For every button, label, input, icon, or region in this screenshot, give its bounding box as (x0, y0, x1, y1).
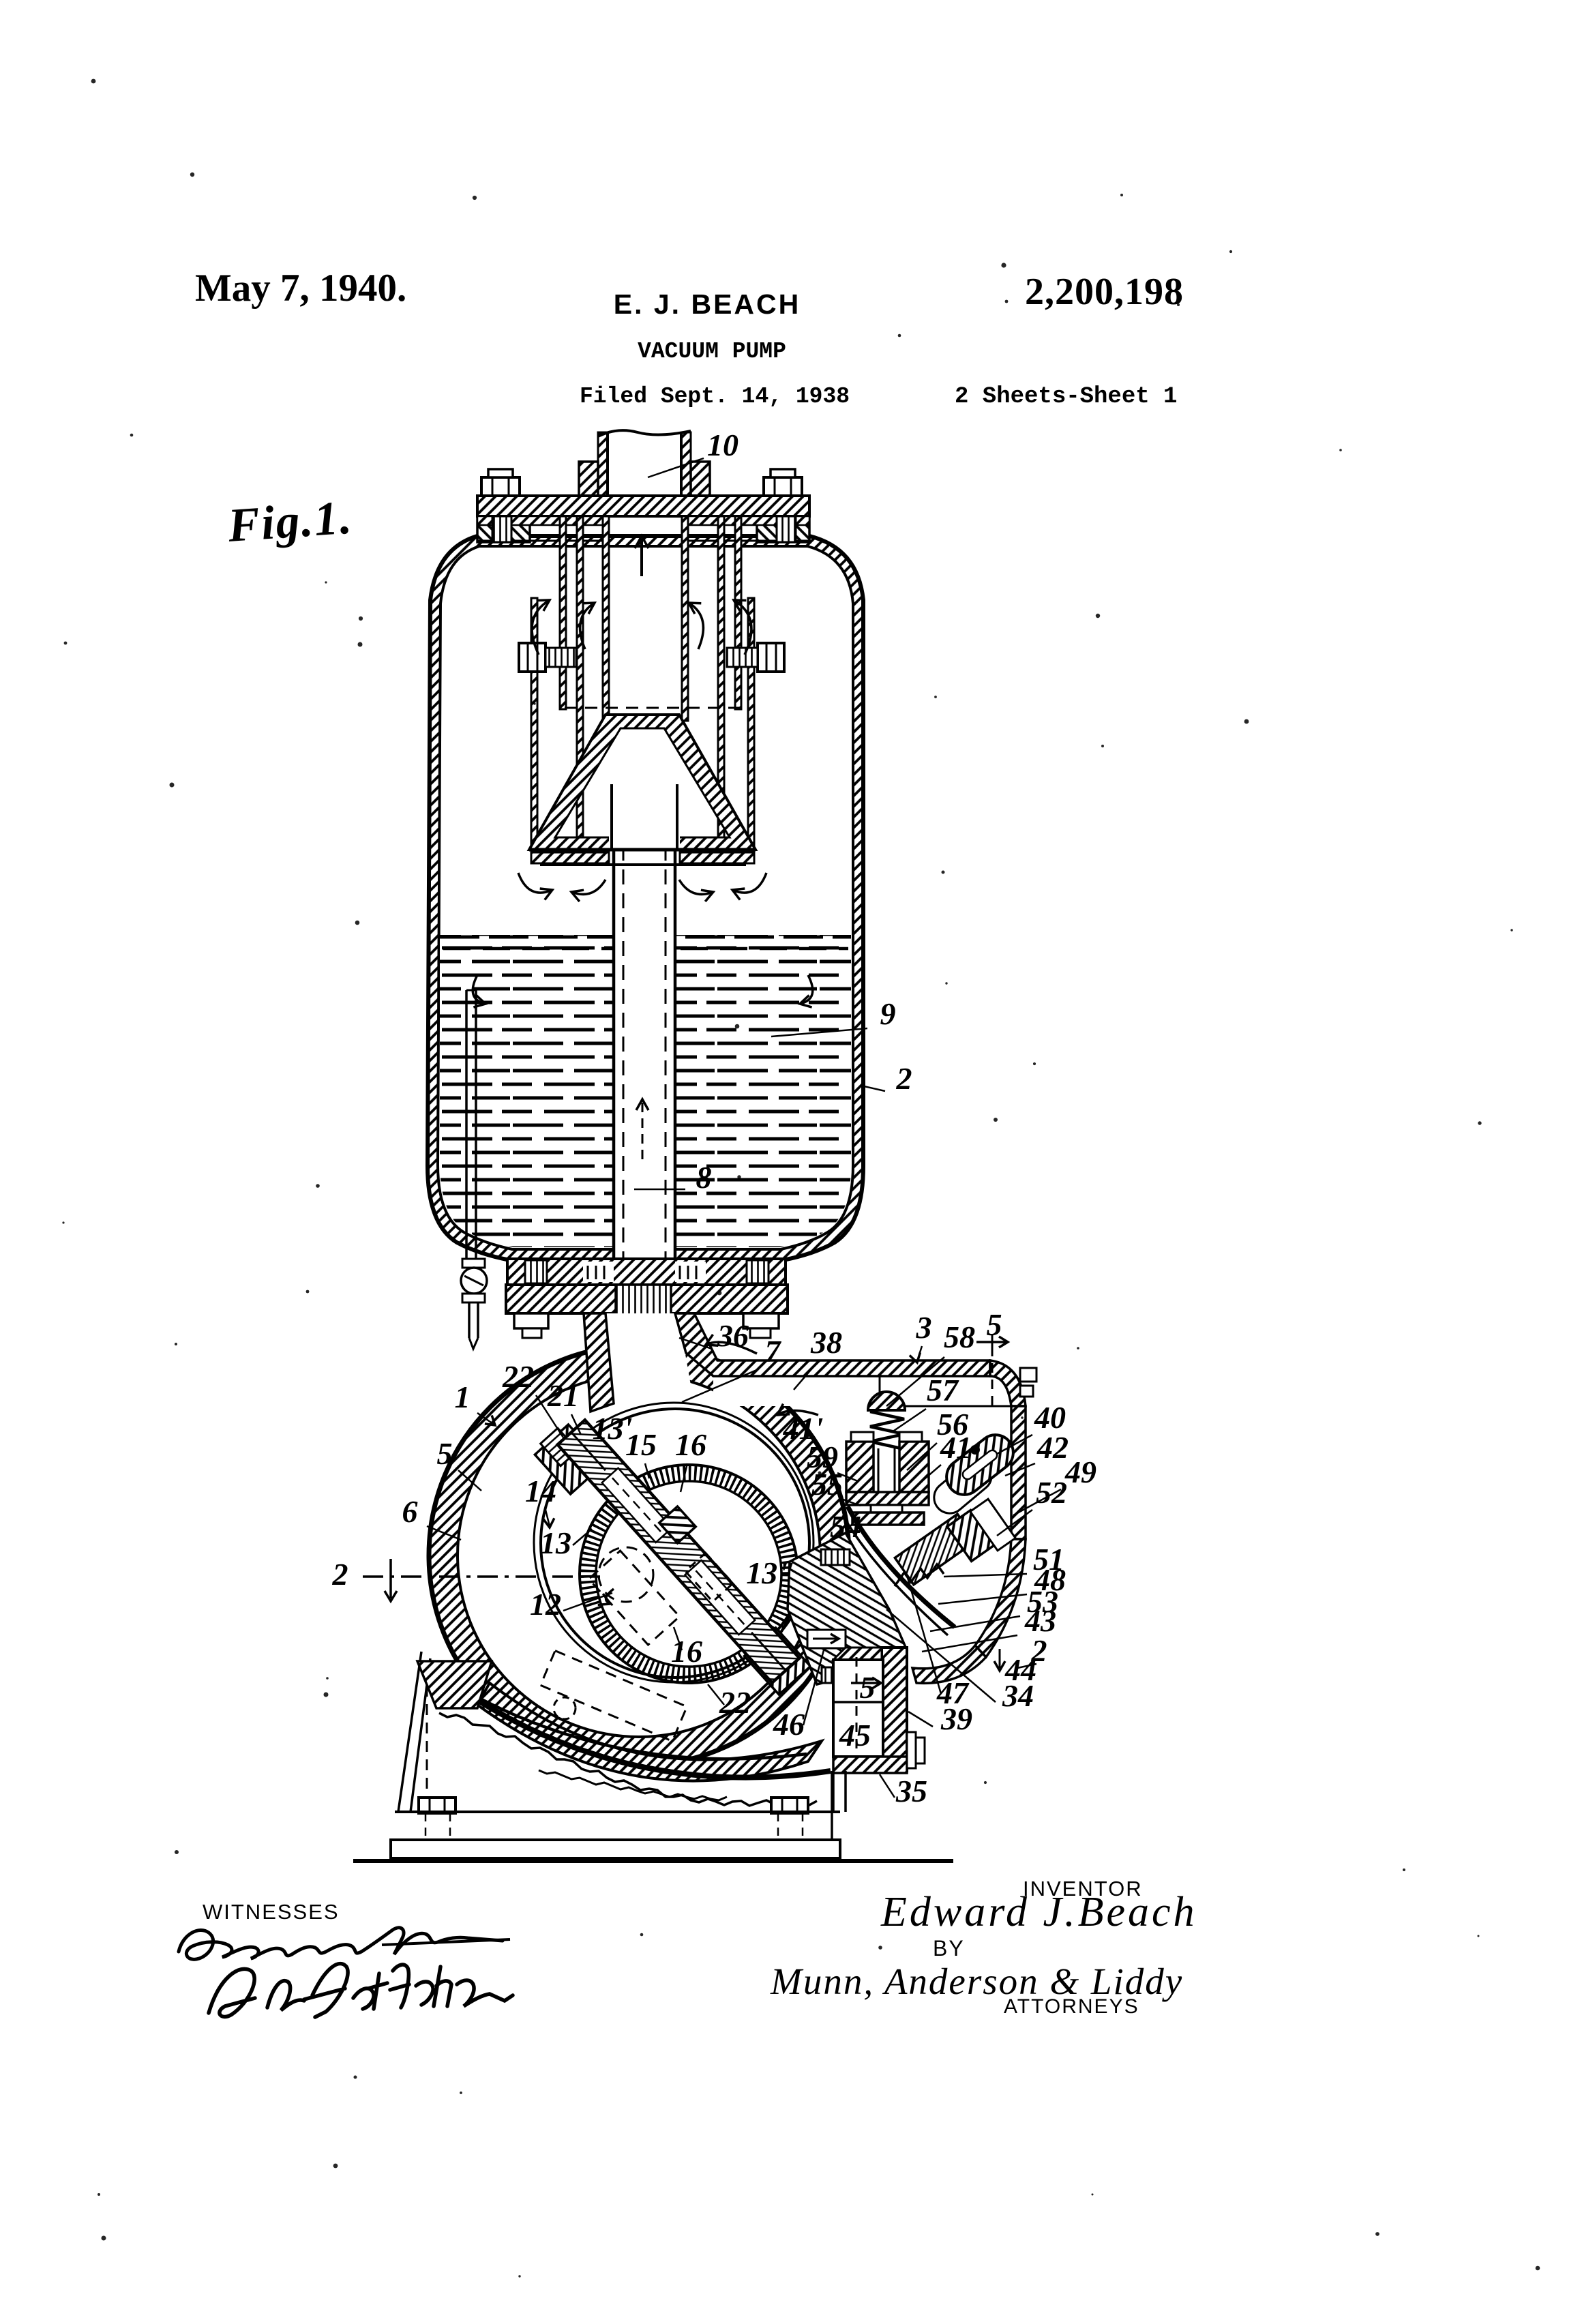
svg-text:Fig.1.: Fig.1. (226, 491, 355, 552)
svg-text:59: 59 (807, 1440, 838, 1474)
svg-text:15: 15 (625, 1427, 657, 1462)
svg-text:INVENTOR: INVENTOR (1023, 1877, 1143, 1901)
svg-text:E. J. BEACH: E. J. BEACH (614, 288, 801, 320)
svg-text:13: 13 (540, 1525, 571, 1560)
svg-text:34: 34 (1002, 1678, 1034, 1713)
svg-text:38: 38 (810, 1325, 842, 1360)
svg-text:45: 45 (839, 1718, 871, 1753)
svg-text:21: 21 (547, 1378, 579, 1413)
svg-text:BY: BY (933, 1936, 965, 1961)
svg-text:Munn, Anderson & Liddy: Munn, Anderson & Liddy (770, 1961, 1183, 2002)
svg-text:40: 40 (1034, 1400, 1066, 1435)
svg-text:Edward J.Beach: Edward J.Beach (880, 1889, 1197, 1935)
svg-text:1: 1 (455, 1380, 471, 1414)
svg-text:13": 13" (746, 1555, 795, 1590)
svg-text:55: 55 (811, 1467, 843, 1502)
svg-text:2: 2 (896, 1061, 912, 1096)
svg-text:46: 46 (773, 1707, 805, 1742)
svg-text:6: 6 (402, 1494, 418, 1529)
svg-text:Filed Sept. 14, 1938: Filed Sept. 14, 1938 (580, 384, 850, 409)
svg-text:2,200,198: 2,200,198 (1025, 271, 1184, 313)
svg-text:41: 41 (940, 1430, 972, 1465)
svg-text:22: 22 (502, 1359, 534, 1394)
svg-text:43: 43 (1024, 1603, 1056, 1638)
svg-text:58: 58 (944, 1320, 975, 1354)
svg-text:5: 5 (860, 1670, 876, 1705)
svg-text:7: 7 (765, 1334, 782, 1369)
svg-text:53: 53 (1027, 1584, 1058, 1619)
svg-text:48: 48 (1034, 1562, 1066, 1597)
svg-text:22: 22 (719, 1685, 751, 1720)
svg-text:2 Sheets-Sheet 1: 2 Sheets-Sheet 1 (955, 384, 1177, 410)
svg-text:35: 35 (895, 1774, 927, 1808)
svg-text:57: 57 (927, 1373, 959, 1407)
svg-text:14: 14 (525, 1474, 556, 1508)
svg-text:8: 8 (696, 1160, 712, 1195)
svg-text:10: 10 (707, 428, 738, 462)
svg-text:42: 42 (1036, 1430, 1069, 1465)
svg-text:52: 52 (1036, 1475, 1067, 1510)
svg-text:3: 3 (916, 1310, 932, 1345)
svg-text:54: 54 (830, 1509, 861, 1544)
svg-text:47: 47 (936, 1675, 970, 1710)
svg-text:51: 51 (1033, 1542, 1064, 1577)
svg-text:44: 44 (1004, 1652, 1036, 1687)
svg-text:9: 9 (880, 996, 896, 1031)
svg-text:39: 39 (940, 1701, 972, 1736)
svg-text:May 7, 1940.: May 7, 1940. (195, 267, 406, 310)
svg-text:13': 13' (593, 1411, 633, 1446)
svg-text:VACUUM PUMP: VACUUM PUMP (638, 339, 786, 364)
svg-text:16: 16 (675, 1427, 706, 1462)
svg-text:ATTORNEYS: ATTORNEYS (1004, 1995, 1139, 2018)
svg-text:WITNESSES: WITNESSES (203, 1900, 340, 1924)
svg-text:36: 36 (717, 1318, 749, 1353)
svg-text:2: 2 (332, 1557, 348, 1592)
svg-text:5: 5 (437, 1436, 453, 1471)
svg-text:56: 56 (937, 1407, 968, 1442)
svg-text:5: 5 (987, 1307, 1002, 1342)
svg-text:2: 2 (1031, 1633, 1047, 1668)
svg-text:16: 16 (671, 1634, 702, 1669)
svg-text:12: 12 (530, 1587, 561, 1622)
svg-text:49: 49 (1064, 1455, 1096, 1489)
svg-text:41': 41' (783, 1411, 824, 1446)
